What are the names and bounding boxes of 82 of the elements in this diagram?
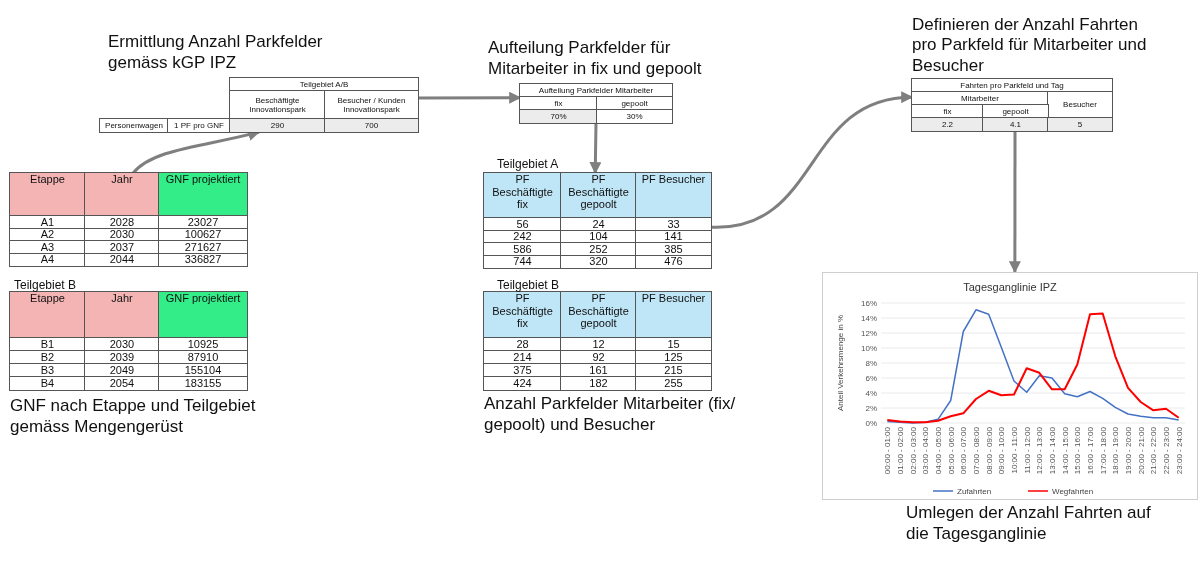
header-cell: PF Beschäftigte fix: [484, 292, 561, 338]
header-cell: GNF projektiert: [159, 292, 247, 338]
axis-label: 09:00 - 10:00: [997, 427, 1007, 475]
axis-label: 21:00 - 22:00: [1149, 427, 1159, 475]
header-cell: PF Besucher: [636, 173, 711, 218]
table-cell: 33: [636, 218, 711, 231]
tick-label: 10%: [861, 344, 877, 353]
axis-label: 04:00 - 05:00: [934, 427, 943, 475]
axis-label: 11:00 - 12:00: [1022, 427, 1032, 474]
axis-title: Anteil Verkehrsmenge in %: [836, 314, 845, 412]
axis-label: 01:00 - 02:00: [896, 427, 905, 475]
table-cell: 586: [484, 243, 561, 256]
axis-label: 03:00 - 04:00: [921, 427, 931, 475]
table-cell: Besucher: [1048, 92, 1112, 118]
axis-label: 00:00 - 01:00: [883, 427, 893, 475]
tick-label: 6%: [865, 374, 877, 383]
header-cell: Jahr: [85, 292, 159, 338]
arrow: [418, 91, 522, 104]
legend-label: Zufahrten: [957, 487, 992, 496]
table-cell: 700: [325, 119, 418, 132]
table-cell: A3: [10, 241, 85, 254]
heading-text: Ermittlung Anzahl Parkfelder gemäss kGP IPZ: [108, 32, 324, 73]
heading-text: Teilgebiet B: [497, 277, 561, 292]
tick-label: 16%: [861, 299, 877, 308]
tick-label: 12%: [861, 329, 877, 338]
axis-label: 22:00 - 23:00: [1162, 427, 1171, 475]
tick-label: 4%: [865, 389, 877, 398]
axis-label: 16:00 - 17:00: [1086, 427, 1095, 475]
header-cell: PF Beschäftigte gepoolt: [561, 173, 636, 218]
caption-text: Anzahl Parkfelder Mitarbeiter (fix/ gepoolt) und Besucher: [484, 393, 737, 436]
tick-label: 0%: [865, 419, 877, 428]
header-cell: PF Besucher: [636, 292, 711, 338]
axis-label: 23:00 - 24:00: [1174, 427, 1184, 475]
table-cell: 2.2: [912, 118, 983, 131]
axis-label: 05:00 - 06:00: [946, 427, 956, 475]
table-cell: 5: [1048, 118, 1112, 131]
tick-label: 2%: [865, 404, 877, 413]
axis-label: 12:00 - 13:00: [1035, 427, 1045, 475]
table-cell: 56: [484, 218, 561, 231]
axis-label: 10:00 - 11:00: [1010, 427, 1019, 474]
table-cell: 70%: [520, 110, 597, 123]
table-cell: 252: [561, 243, 636, 256]
caption-text: Umlegen der Anzahl Fahrten auf die Tagesganglinie: [906, 502, 1152, 545]
table-cell: A1: [10, 216, 85, 229]
heading-text: Teilgebiet A: [497, 156, 560, 171]
tick-label: 14%: [861, 314, 877, 323]
heading-text: Definieren der Anzahl Fahrten pro Parkfeld für Mitarbeiter und Besucher: [912, 14, 1148, 76]
axis-label: 02:00 - 03:00: [908, 427, 918, 475]
axis-label: 19:00 - 20:00: [1124, 427, 1133, 475]
legend-label: Wegfahrten: [1052, 487, 1094, 496]
caption-text: GNF nach Etappe und Teilgebiet gemäss Mengengerüst: [10, 395, 257, 438]
data-table: [10, 173, 247, 266]
table-cell: 23027: [159, 216, 247, 229]
chart-title: Tagesganglinie IPZ: [963, 281, 1057, 293]
header-cell: Etappe: [10, 292, 85, 338]
header-cell: PF Beschäftigte fix: [484, 173, 561, 218]
table-cell: 2037: [85, 241, 159, 254]
axis-label: 18:00 - 19:00: [1111, 427, 1121, 475]
axis-label: 17:00 - 18:00: [1098, 427, 1108, 475]
arrow: [1008, 131, 1021, 274]
table-cell: 24: [561, 218, 636, 231]
header-cell: Jahr: [85, 173, 159, 216]
axis-label: 06:00 - 07:00: [959, 427, 969, 475]
axis-label: 15:00 - 16:00: [1073, 427, 1083, 475]
table-cell: 290: [230, 119, 325, 132]
axis-label: 20:00 - 21:00: [1136, 427, 1146, 475]
table-cell: 2028: [85, 216, 159, 229]
axis-label: 13:00 - 14:00: [1048, 427, 1057, 475]
header-cell: Etappe: [10, 173, 85, 216]
arrow: [589, 122, 602, 175]
header-cell: GNF projektiert: [159, 173, 247, 216]
axis-label: 07:00 - 08:00: [972, 427, 981, 475]
heading-text: Teilgebiet B: [14, 277, 78, 292]
heading-text: Aufteilung Parkfelder für Mitarbeiter in fix und gepoolt: [488, 38, 703, 79]
arrow: [710, 92, 914, 229]
table-cell: 271627: [159, 241, 247, 254]
header-cell: PF Beschäftigte gepoolt: [561, 292, 636, 338]
table-cell: 4.1: [983, 118, 1048, 131]
table-cell: 385: [636, 243, 711, 256]
axis-label: 08:00 - 09:00: [984, 427, 994, 475]
axis-label: 14:00 - 15:00: [1060, 427, 1070, 475]
tick-label: 8%: [865, 359, 877, 368]
